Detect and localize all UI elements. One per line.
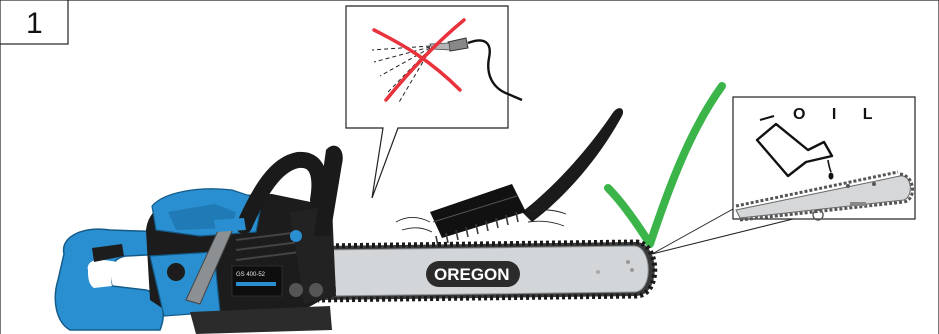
green-checkmark-icon	[608, 86, 722, 244]
step-number-box: 1	[0, 0, 68, 44]
model-nameplate: GS 400-52	[232, 266, 282, 296]
guide-bar: OREGON	[318, 242, 655, 300]
bar-brand-label: OREGON	[434, 265, 510, 284]
oil-detail-callout: O I L	[652, 97, 915, 254]
no-pressure-washer-callout	[346, 6, 522, 198]
cleaning-brush-icon	[396, 108, 623, 246]
step-number: 1	[26, 7, 43, 40]
oregon-logo: OREGON	[426, 261, 520, 287]
oil-label: O I L	[793, 106, 884, 123]
model-label: GS 400-52	[236, 272, 266, 278]
